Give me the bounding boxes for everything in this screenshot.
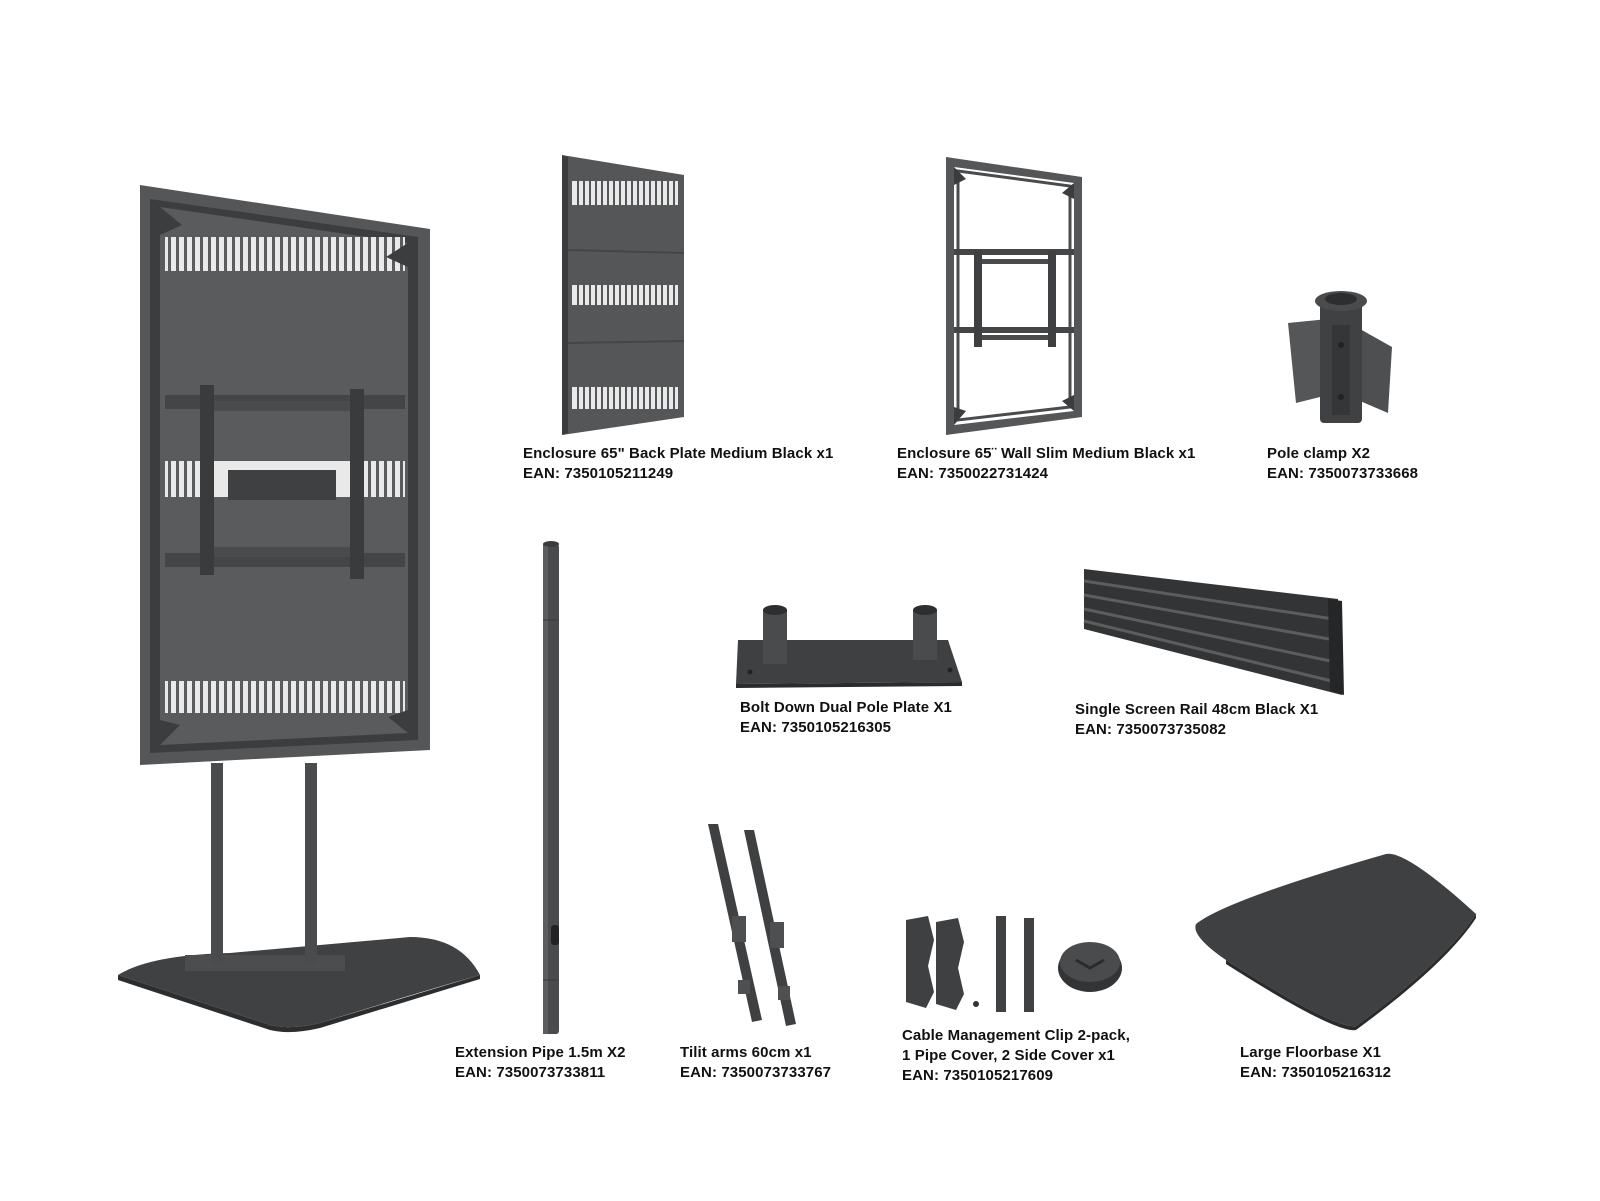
pole-plate-name: Bolt Down Dual Pole Plate X1 xyxy=(740,699,953,716)
back-plate-label: Enclosure 65" Back Plate Medium Black x1… xyxy=(523,444,833,484)
extension-pipe-icon xyxy=(543,541,559,1034)
cable-clip-name-line1: Cable Management Clip 2-pack, xyxy=(902,1027,1130,1044)
extension-pipe-name: Extension Pipe 1.5m X2 xyxy=(455,1044,626,1061)
cable-clip-label: Cable Management Clip 2-pack, 1 Pipe Cov… xyxy=(902,1026,1130,1086)
cable-clip-ean: EAN: 7350105217609 xyxy=(902,1067,1054,1084)
floorbase-name: Large Floorbase X1 xyxy=(1240,1044,1382,1061)
pole-plate-icon xyxy=(736,605,962,688)
floorbase-ean: EAN: 7350105216312 xyxy=(1240,1064,1392,1081)
floorbase-icon xyxy=(1195,853,1476,1031)
screen-rail-label: Single Screen Rail 48cm Black X1 EAN: 73… xyxy=(1075,700,1318,740)
extension-pipe-label: Extension Pipe 1.5m X2 EAN: 735007373381… xyxy=(455,1043,626,1083)
pole-plate-ean: EAN: 7350105216305 xyxy=(740,719,892,736)
back-plate-icon xyxy=(562,155,685,435)
floorbase-label: Large Floorbase X1 EAN: 7350105216312 xyxy=(1240,1043,1391,1083)
wall-slim-label: Enclosure 65¨ Wall Slim Medium Black x1 … xyxy=(897,444,1195,484)
wall-slim-name: Enclosure 65¨ Wall Slim Medium Black x1 xyxy=(897,445,1196,462)
wall-slim-ean: EAN: 7350022731424 xyxy=(897,465,1049,482)
floor-stand-enclosure-icon xyxy=(118,185,480,1033)
tilt-arms-name: Tilit arms 60cm x1 xyxy=(680,1044,812,1061)
tilt-arms-icon xyxy=(708,824,796,1026)
screen-rail-name: Single Screen Rail 48cm Black X1 xyxy=(1075,701,1319,718)
cable-clip-name-line2: 1 Pipe Cover, 2 Side Cover x1 xyxy=(902,1047,1116,1064)
back-plate-ean: EAN: 7350105211249 xyxy=(523,465,674,482)
tilt-arms-label: Tilit arms 60cm x1 EAN: 7350073733767 xyxy=(680,1043,831,1083)
pole-clamp-icon xyxy=(1288,291,1392,423)
screen-rail-icon xyxy=(1083,569,1344,695)
pole-clamp-label: Pole clamp X2 EAN: 7350073733668 xyxy=(1267,444,1418,484)
back-plate-name: Enclosure 65" Back Plate Medium Black x1 xyxy=(523,445,834,462)
pole-clamp-ean: EAN: 7350073733668 xyxy=(1267,465,1419,482)
pole-plate-label: Bolt Down Dual Pole Plate X1 EAN: 735010… xyxy=(740,698,952,738)
cable-clip-icon xyxy=(906,916,1122,1012)
wall-frame-icon xyxy=(946,157,1082,435)
tilt-arms-ean: EAN: 7350073733767 xyxy=(680,1064,832,1081)
screen-rail-ean: EAN: 7350073735082 xyxy=(1075,721,1227,738)
extension-pipe-ean: EAN: 7350073733811 xyxy=(455,1064,606,1081)
pole-clamp-name: Pole clamp X2 xyxy=(1267,445,1371,462)
